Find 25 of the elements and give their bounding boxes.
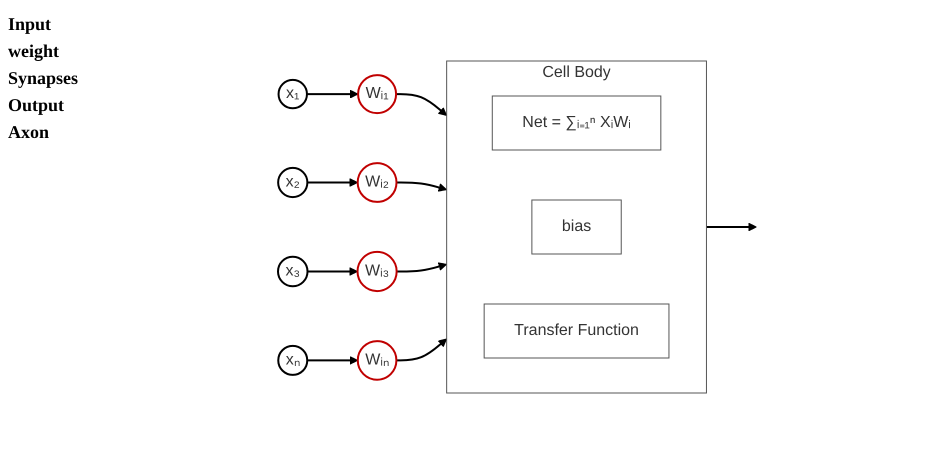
- node-circle: Wᵢ₂: [356, 162, 398, 202]
- text-label: Input: [8, 14, 52, 35]
- node-circle: Wᵢ₃: [356, 250, 398, 292]
- arrow: [706, 222, 757, 231]
- node-circle: xₙ: [277, 344, 308, 376]
- arrow: [307, 266, 358, 276]
- arrow: [396, 92, 447, 116]
- node-box: Transfer Function: [483, 303, 670, 358]
- text-label: Synapses: [8, 68, 80, 89]
- text-label: Output: [8, 95, 66, 116]
- arrow: [396, 262, 447, 272]
- node-circle: Wᵢ₁: [356, 74, 397, 114]
- node-circle: x₃: [276, 255, 308, 287]
- text-label: weight: [8, 41, 60, 62]
- node-box: Net = ∑ᵢ₌₁ⁿ XᵢWᵢ: [492, 95, 662, 150]
- arrow: [307, 355, 358, 364]
- node-box: bias: [531, 199, 622, 254]
- arrow: [306, 89, 358, 98]
- arrow: [396, 181, 447, 192]
- text-label: Axon: [8, 122, 50, 143]
- node-circle: x₁: [277, 78, 308, 109]
- node-circle: Wᵢₙ: [356, 340, 398, 380]
- arrow: [307, 178, 358, 186]
- node-circle: x₂: [276, 166, 308, 198]
- arrow: [396, 338, 447, 361]
